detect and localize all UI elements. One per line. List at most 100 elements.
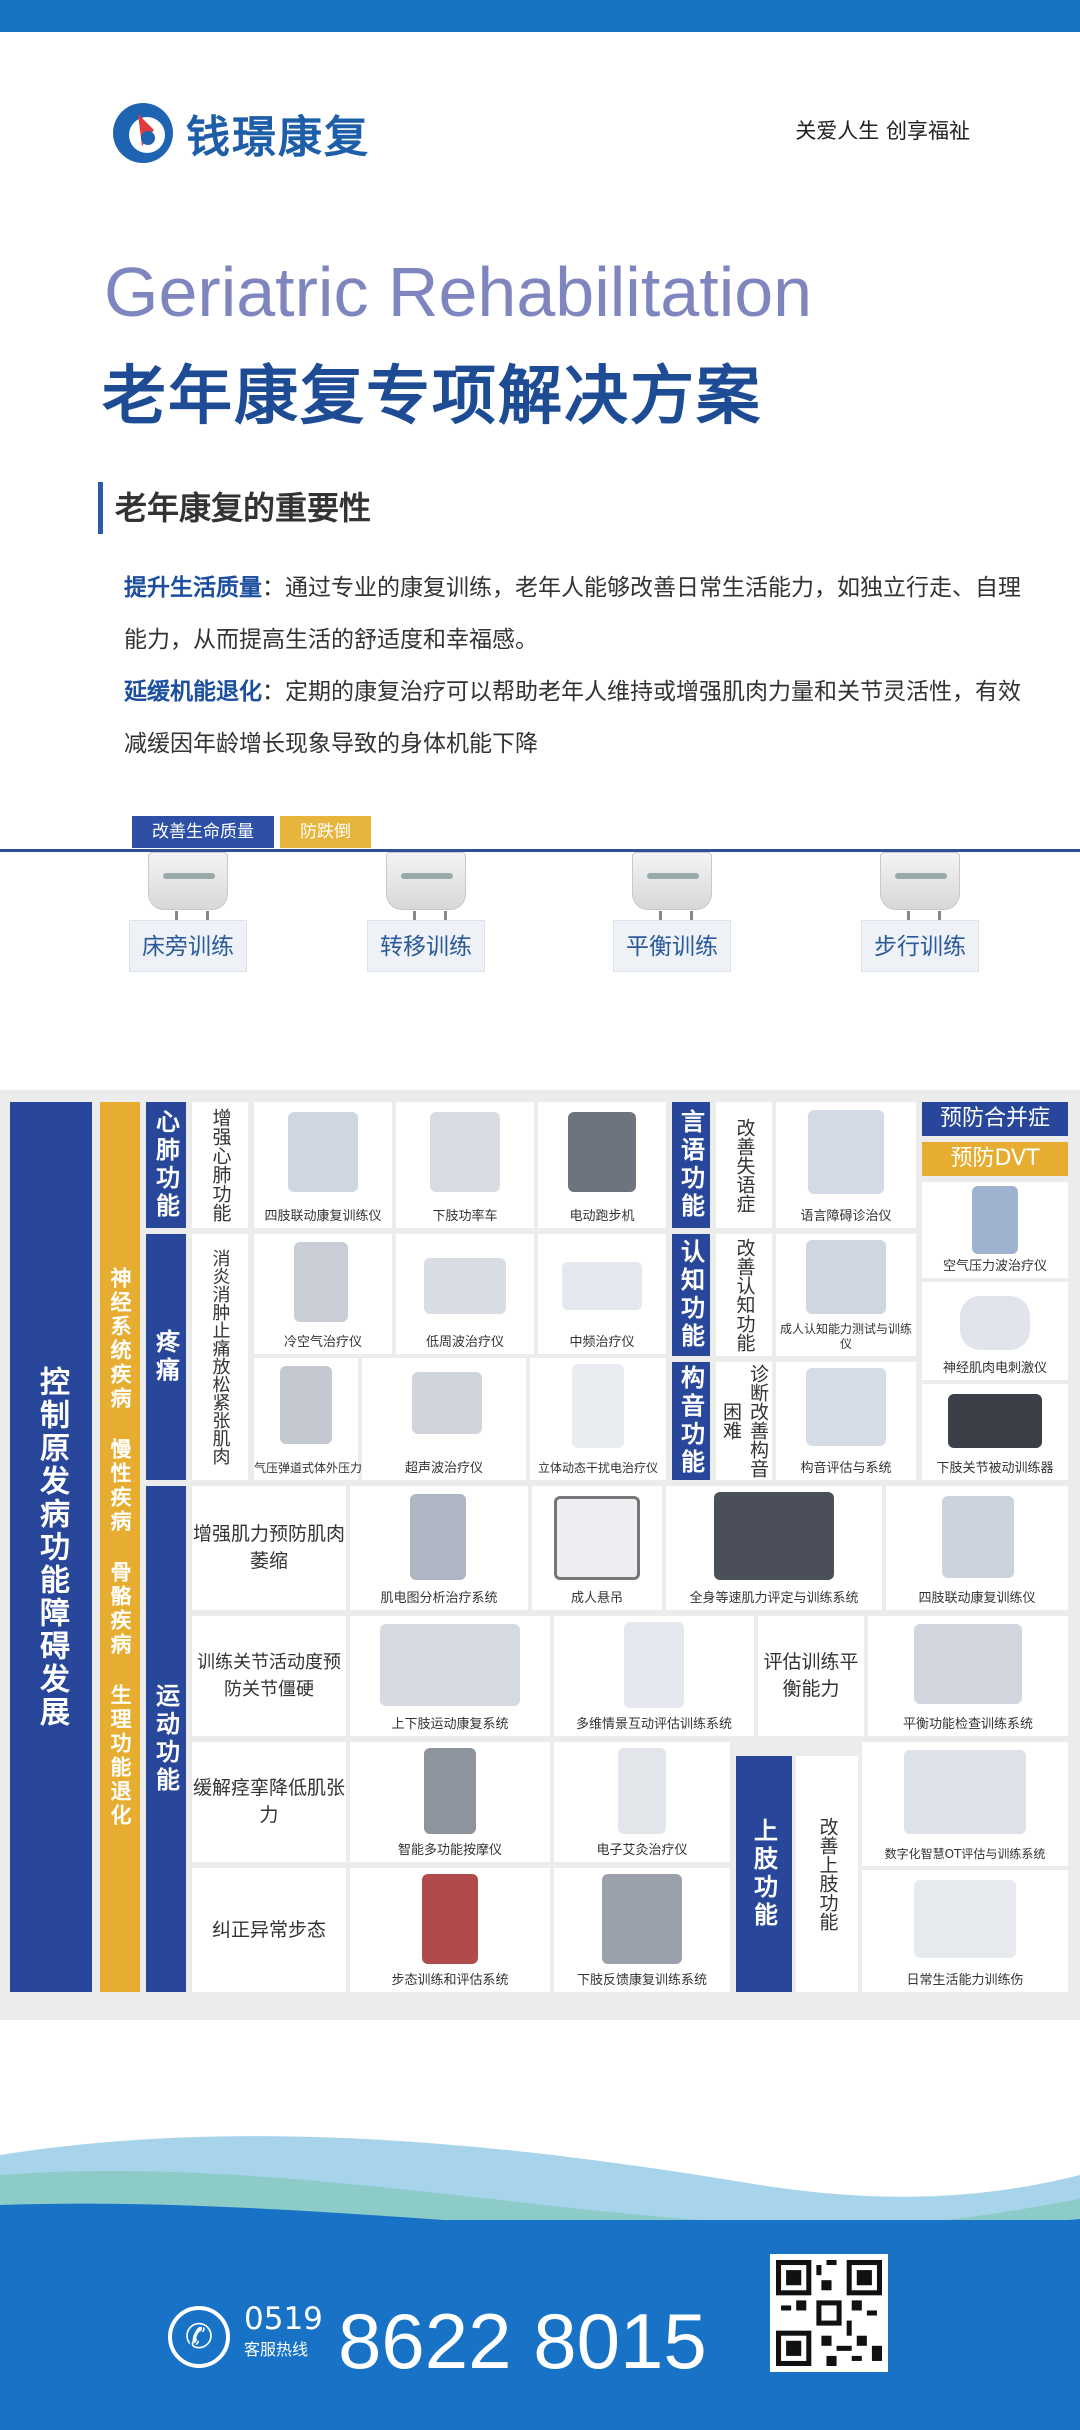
product-caption: 日常生活能力训练伤 xyxy=(906,1973,1024,1988)
sensor-device-icon xyxy=(632,852,712,939)
product-card: 成人认知能力测试与训练仪 xyxy=(776,1234,916,1356)
product-image xyxy=(380,1624,520,1706)
sensor-device-icon xyxy=(386,852,466,939)
product-caption: 上下肢运动康复系统 xyxy=(391,1717,509,1732)
sensor-device-icon xyxy=(148,852,228,939)
product-card: 冷空气治疗仪 xyxy=(254,1234,392,1354)
product-image xyxy=(942,1496,1014,1578)
effect-gait: 纠正异常步态 xyxy=(192,1868,346,1992)
product-card: 步态训练和评估系统 xyxy=(350,1868,550,1992)
product-image xyxy=(806,1368,886,1446)
product-image xyxy=(618,1748,666,1834)
product-image xyxy=(562,1262,642,1310)
product-card: 超声波治疗仪 xyxy=(362,1358,526,1480)
tag-life-quality: 改善生命质量 xyxy=(132,816,274,848)
product-caption: 电子艾灸治疗仪 xyxy=(596,1843,688,1858)
training-transfer: 转移训练 xyxy=(367,920,485,972)
product-card: 肌电图分析治疗系统 xyxy=(350,1486,528,1610)
tag-fall-prevention: 防跌倒 xyxy=(280,816,371,848)
product-card: 日常生活能力训练伤 xyxy=(862,1870,1068,1992)
phone-icon: ✆ xyxy=(168,2306,230,2368)
product-card: 多维情景互动评估训练系统 xyxy=(554,1616,754,1736)
importance-heading: 老年康复的重要性 xyxy=(98,482,371,534)
product-card: 成人悬吊 xyxy=(532,1486,662,1610)
category-articulation: 构音功能 xyxy=(672,1362,710,1480)
paragraph-decline: 延缓机能退化：定期的康复治疗可以帮助老年人维持或增强肌肉力量和关节灵活性，有效减… xyxy=(124,666,1024,770)
product-image xyxy=(554,1496,640,1580)
product-caption: 平衡功能检查训练系统 xyxy=(902,1717,1033,1732)
effect-cardio: 增强心肺功能 xyxy=(192,1102,248,1228)
product-card: 下肢功率车 xyxy=(396,1102,534,1228)
tag-group: 改善生命质量 防跌倒 xyxy=(132,816,371,848)
product-card: 气压弹道式体外压力波治疗仪 xyxy=(254,1358,410,1480)
product-caption: 下肢反馈康复训练系统 xyxy=(576,1973,707,1988)
qr-code-icon xyxy=(770,2254,888,2372)
training-walking: 步行训练 xyxy=(861,920,979,972)
chinese-title: 老年康复专项解决方案 xyxy=(102,360,762,434)
product-card: 四肢联动康复训练仪 xyxy=(254,1102,392,1228)
product-image xyxy=(914,1880,1016,1958)
product-caption: 超声波治疗仪 xyxy=(404,1461,483,1476)
solution-panel: 控制原发病功能障碍发展 神经系统疾病 慢性疾病 骨骼疾病 生理功能退化 心肺功能… xyxy=(0,1090,1080,2020)
top-color-bar xyxy=(0,0,1080,32)
paragraph-quality-text: ：通过专业的康复训练，老年人能够改善日常生活能力，如独立行走、自理能力，从而提高… xyxy=(124,575,1021,653)
product-card: 神经肌肉电刺激仪 xyxy=(922,1282,1068,1380)
product-image xyxy=(572,1364,624,1448)
training-bedside: 床旁训练 xyxy=(129,920,247,972)
product-caption: 下肢关节被动训练器 xyxy=(936,1461,1054,1476)
product-card: 电子艾灸治疗仪 xyxy=(554,1742,730,1862)
effect-articulation: 诊断改善构音困难 xyxy=(716,1362,772,1480)
product-image xyxy=(972,1186,1018,1254)
paragraph-quality: 提升生活质量：通过专业的康复训练，老年人能够改善日常生活能力，如独立行走、自理能… xyxy=(124,562,1024,666)
product-caption: 四肢联动康复训练仪 xyxy=(264,1209,382,1224)
category-cardio: 心肺功能 xyxy=(146,1102,186,1228)
product-card: 语言障碍诊治仪 xyxy=(776,1102,916,1228)
product-image xyxy=(914,1624,1022,1704)
product-caption: 冷空气治疗仪 xyxy=(283,1335,362,1350)
product-caption: 空气压力波治疗仪 xyxy=(942,1259,1047,1274)
product-image xyxy=(412,1372,482,1434)
product-card: 全身等速肌力评定与训练系统 xyxy=(666,1486,882,1610)
product-image xyxy=(904,1750,1026,1834)
product-card: 空气压力波治疗仪 xyxy=(922,1182,1068,1278)
brand-logo-icon xyxy=(110,100,176,166)
product-caption: 智能多功能按摩仪 xyxy=(397,1843,502,1858)
effect-spasm: 缓解痉挛降低肌张力 xyxy=(192,1742,346,1862)
product-card: 四肢联动康复训练仪 xyxy=(886,1486,1068,1610)
product-card: 电动跑步机 xyxy=(538,1102,666,1228)
product-caption: 电动跑步机 xyxy=(569,1209,635,1224)
prevent-dvt: 预防DVT xyxy=(922,1142,1068,1176)
product-caption: 四肢联动康复训练仪 xyxy=(918,1591,1036,1606)
product-caption: 低周波治疗仪 xyxy=(425,1335,504,1350)
product-caption: 立体动态干扰电治疗仪 xyxy=(537,1461,658,1475)
product-image xyxy=(280,1366,332,1444)
effect-balance: 评估训练平衡能力 xyxy=(758,1616,864,1736)
product-image xyxy=(806,1240,886,1314)
product-card: 智能多功能按摩仪 xyxy=(350,1742,550,1862)
product-image xyxy=(568,1112,636,1192)
prevent-title: 预防合并症 xyxy=(922,1102,1068,1136)
product-image xyxy=(808,1110,884,1194)
hotline-number[interactable]: 8622 8015 xyxy=(338,2297,707,2385)
category-upper-limb: 上肢功能 xyxy=(736,1756,792,1992)
effect-speech: 改善失语症 xyxy=(716,1102,772,1228)
product-image xyxy=(294,1242,348,1322)
sensor-device-icon xyxy=(880,852,960,939)
paragraph-quality-key: 提升生活质量 xyxy=(124,575,262,601)
hotline-area-code: 0519 xyxy=(244,2301,323,2337)
effect-joint: 训练关节活动度预防关节僵硬 xyxy=(192,1616,346,1736)
product-caption: 下肢功率车 xyxy=(432,1209,498,1224)
product-caption: 神经肌肉电刺激仪 xyxy=(942,1361,1047,1376)
left-goal-bar: 控制原发病功能障碍发展 xyxy=(10,1102,92,1992)
effect-cognitive: 改善认知功能 xyxy=(716,1234,772,1356)
effect-upper-limb: 改善上肢功能 xyxy=(796,1756,858,1992)
product-image xyxy=(422,1874,478,1964)
product-image xyxy=(410,1494,466,1580)
hotline-label: 客服热线 xyxy=(244,2340,309,2359)
product-image xyxy=(624,1622,684,1708)
product-caption: 中频治疗仪 xyxy=(569,1335,635,1350)
english-title: Geriatric Rehabilitation xyxy=(104,253,813,331)
training-balance: 平衡训练 xyxy=(613,920,731,972)
effect-pain: 消炎消肿止痛放松紧张肌肉 xyxy=(192,1234,248,1480)
effect-muscle: 增强肌力预防肌肉萎缩 xyxy=(192,1486,346,1610)
